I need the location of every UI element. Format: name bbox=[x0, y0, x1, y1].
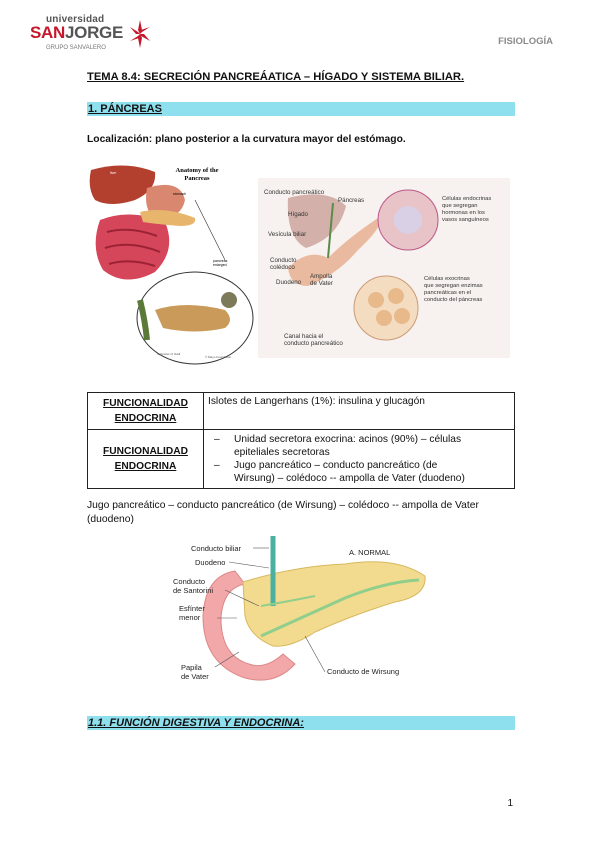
university-logo: universidad SANJORGE GRUPO SANVALERO bbox=[30, 14, 150, 54]
pancreas-cells-figure: Conducto pancreático Páncreas Hígado Ves… bbox=[258, 178, 510, 358]
localizacion-text: Localización: plano posterior a la curva… bbox=[87, 134, 406, 145]
table-row: FUNCIONALIDAD ENDOCRINA Unidad secretora… bbox=[87, 429, 515, 489]
fig2-label-6b: de Vater bbox=[310, 280, 333, 287]
fig2-label-6a: Ampolla bbox=[310, 273, 333, 280]
svg-text:enlarged: enlarged bbox=[213, 263, 227, 267]
table-head-cell: FUNCIONALIDAD ENDOCRINA bbox=[87, 429, 204, 489]
pancreas-schematic bbox=[288, 218, 380, 286]
table-head-a: FUNCIONALIDAD bbox=[103, 446, 188, 457]
fig2-label-4a: Conducto bbox=[270, 257, 297, 264]
exocrine-label-4: conducto del páncreas bbox=[424, 297, 482, 303]
endocrine-label-4: vasos sanguíneos bbox=[442, 217, 489, 223]
fig2-label-2: Hígado bbox=[288, 211, 309, 218]
islotes-text: Islotes de Langerhans (1%): insulina y g… bbox=[208, 396, 425, 407]
jugo-text-line1: Jugo pancreático – conducto pancreático … bbox=[87, 500, 479, 511]
svg-text:© Mayo Foundation: © Mayo Foundation bbox=[205, 355, 232, 359]
list-item: Unidad secretora exocrina: acinos (90%) … bbox=[214, 433, 510, 459]
page-number: 1 bbox=[507, 798, 513, 809]
label-esfinter-b: menor bbox=[179, 613, 201, 622]
logo-main-b: JORGE bbox=[65, 23, 124, 42]
table-cell: Unidad secretora exocrina: acinos (90%) … bbox=[203, 429, 515, 489]
fig2-label-7a: Canal hacia el bbox=[284, 333, 323, 340]
table-head-b: ENDOCRINA bbox=[114, 461, 177, 472]
acini-circle bbox=[353, 275, 419, 341]
table-cell: Islotes de Langerhans (1%): insulina y g… bbox=[203, 392, 515, 430]
svg-text:stomach: stomach bbox=[173, 192, 186, 196]
subsection-heading-bar: 1.1. FUNCIÓN DIGESTIVA Y ENDOCRINA: bbox=[87, 716, 515, 730]
label-santorini-b: de Santorini bbox=[173, 586, 213, 595]
pancreas-detail bbox=[155, 305, 230, 332]
exocrine-list: Unidad secretora exocrina: acinos (90%) … bbox=[208, 433, 510, 485]
label-wirsung: Conducto de Wirsung bbox=[327, 667, 399, 676]
table-row: FUNCIONALIDAD ENDOCRINA Islotes de Lange… bbox=[87, 392, 515, 430]
label-santorini-a: Conducto bbox=[173, 577, 205, 586]
fig2-label-7b: conducto pancreático bbox=[284, 340, 343, 347]
fig2-label-3: Vesícula biliar bbox=[268, 231, 306, 238]
stomach-shape bbox=[146, 184, 185, 219]
list-item: Jugo pancreático – conducto pancreático … bbox=[214, 459, 510, 485]
page-title: TEMA 8.4: SECRECIÓN PANCREÁATICA – HÍGAD… bbox=[87, 71, 465, 83]
anatomy-pancreas-figure: Anatomy of the Pancreas liver stomach pa… bbox=[89, 165, 254, 365]
svg-text:liver: liver bbox=[110, 171, 117, 175]
label-conducto-biliar: Conducto biliar bbox=[191, 544, 242, 553]
endocrine-label-3: hormonas en los bbox=[442, 210, 485, 216]
exocrine-label-2: que segregan enzimas bbox=[424, 283, 483, 289]
subsection-heading: 1.1. FUNCIÓN DIGESTIVA Y ENDOCRINA: bbox=[88, 717, 304, 729]
label-papila-a: Papila bbox=[181, 663, 203, 672]
pancreas-ducts-figure: Conducto biliar Duodeno Conducto de Sant… bbox=[173, 536, 426, 681]
subject-label: FISIOLOGÍA bbox=[498, 36, 553, 47]
label-duodeno: Duodeno bbox=[195, 558, 225, 567]
logo-sub-text: GRUPO SANVALERO bbox=[46, 45, 106, 51]
endocrine-label-2: que segregan bbox=[442, 203, 477, 209]
star-logo-icon bbox=[130, 20, 150, 48]
table-head-a: FUNCIONALIDAD bbox=[103, 398, 188, 409]
logo-top-text: universidad bbox=[46, 14, 105, 25]
exocrine-label-3: pancreáticas en el bbox=[424, 290, 471, 296]
liver-shape bbox=[89, 165, 156, 204]
table-head-cell: FUNCIONALIDAD ENDOCRINA bbox=[87, 392, 204, 430]
fig2-label-4b: colédoco bbox=[270, 264, 295, 271]
functionality-table: FUNCIONALIDAD ENDOCRINA Islotes de Lange… bbox=[87, 392, 515, 489]
section-heading: 1. PÁNCREAS bbox=[88, 103, 162, 115]
logo-main-text: SANJORGE bbox=[30, 23, 123, 43]
label-normal: A. NORMAL bbox=[349, 548, 390, 557]
fig2-label-1: Páncreas bbox=[338, 197, 364, 204]
svg-text:pancreas: pancreas bbox=[213, 259, 228, 263]
figure1-title: Anatomy of the bbox=[176, 167, 219, 174]
fig2-label-5: Duodeno bbox=[276, 279, 302, 286]
jugo-text-line2: (duodeno) bbox=[87, 514, 134, 525]
exocrine-label-1: Células exocrinas bbox=[424, 276, 470, 282]
section-heading-bar: 1. PÁNCREAS bbox=[87, 102, 515, 116]
logo-main-a: SAN bbox=[30, 23, 65, 42]
figure1-title-2: Pancreas bbox=[184, 175, 210, 182]
table-head-b: ENDOCRINA bbox=[114, 413, 177, 424]
svg-text:Sphincter of Oddi: Sphincter of Oddi bbox=[157, 352, 181, 356]
label-esfinter-a: Esfínter bbox=[179, 604, 205, 613]
fig2-label-0: Conducto pancreático bbox=[264, 189, 325, 196]
endocrine-label-1: Células endocrinas bbox=[442, 196, 491, 202]
label-papila-b: de Vater bbox=[181, 672, 209, 681]
pancreas-shape bbox=[140, 210, 196, 226]
